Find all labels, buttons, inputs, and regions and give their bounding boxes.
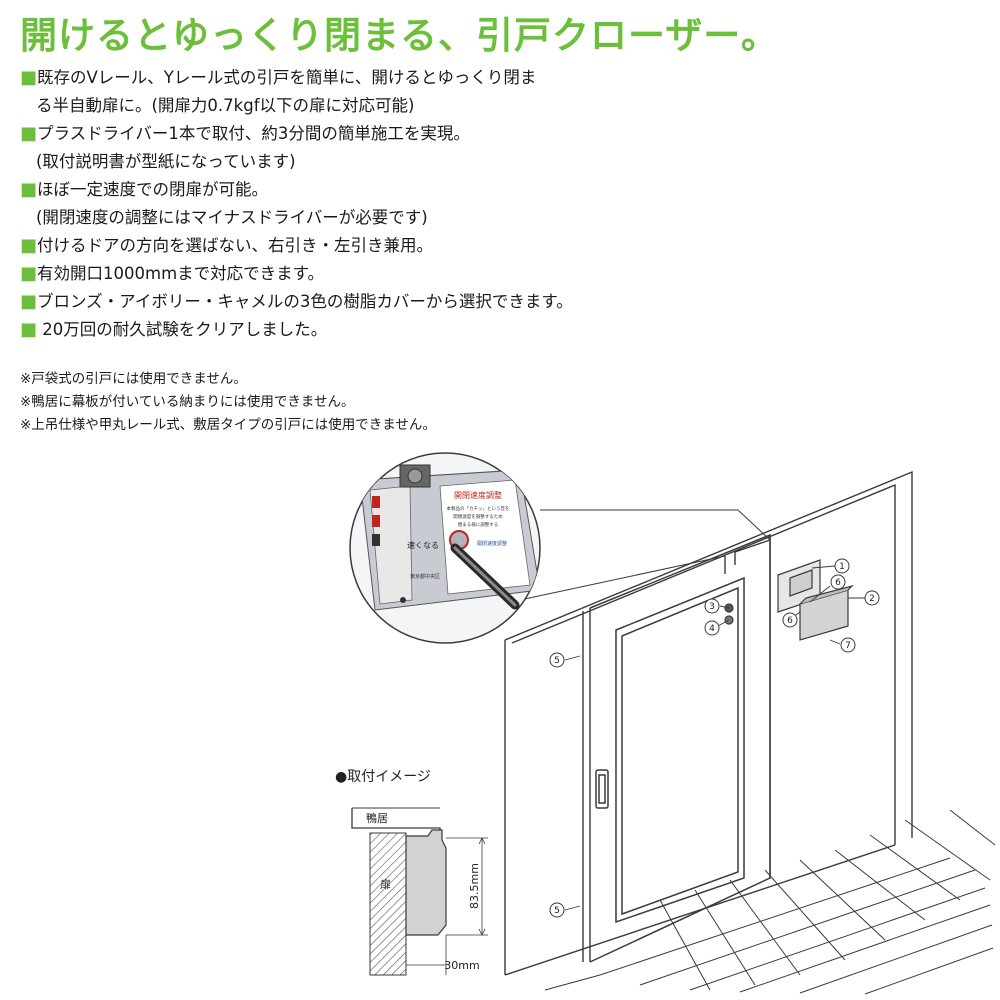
svg-text:7: 7 (845, 641, 851, 651)
bullet-square-icon: ■ (20, 291, 38, 312)
notes-list: ※戸袋式の引戸には使用できません。 ※鴨居に幕板が付いている納まりには使用できませ… (20, 368, 980, 437)
feature-text: ブロンズ・アイボリー・キャメルの3色の樹脂カバーから選択できます。 (37, 292, 573, 311)
bullet-square-icon: ■ (20, 235, 38, 256)
feature-line: ■ブロンズ・アイボリー・キャメルの3色の樹脂カバーから選択できます。 (20, 288, 980, 316)
svg-text:閉まる様に調整する: 閉まる様に調整する (458, 521, 499, 528)
bullet-square-icon: ■ (20, 123, 38, 144)
bullet-square-icon: ■ (20, 263, 38, 284)
zoom-leader (519, 509, 771, 601)
svg-text:6: 6 (787, 616, 793, 626)
note-line: ※戸袋式の引戸には使用できません。 (20, 371, 247, 387)
feature-text: 有効開口1000mmまで対応できます。 (37, 264, 325, 283)
svg-text:2: 2 (869, 594, 875, 604)
feature-text: る半自動扉に。(開扉力0.7kgf以下の扉に対応可能) (36, 96, 415, 115)
svg-text:速くなる: 速くなる (407, 541, 439, 550)
svg-text:●取付イメージ: ●取付イメージ (335, 769, 431, 785)
feature-line: ■有効開口1000mmまで対応できます。 (20, 260, 980, 288)
callout-numbers: 1 2 6 6 7 3 4 5 5 (549, 558, 880, 918)
svg-text:扉: 扉 (380, 878, 391, 891)
svg-text:鴨居: 鴨居 (366, 811, 388, 825)
svg-text:開閉速度を調整するため: 開閉速度を調整するため (453, 513, 503, 520)
bullet-square-icon: ■ (20, 179, 38, 200)
feature-text: 既存のVレール、Yレール式の引戸を簡単に、開けるとゆっくり閉ま (37, 68, 537, 87)
feature-text: (取付説明書が型紙になっています) (36, 152, 296, 171)
note-line: ※上吊仕様や甲丸レール式、敷居タイプの引戸には使用できません。 (20, 417, 436, 433)
door-frame (504, 470, 913, 976)
floor-boards (544, 809, 996, 995)
feature-text: ほぼ一定速度での閉扉が可能。 (37, 180, 269, 199)
svg-text:東京都中央区: 東京都中央区 (410, 573, 440, 580)
svg-text:開閉速度調整: 開閉速度調整 (477, 540, 507, 547)
svg-text:4: 4 (709, 624, 715, 634)
feature-text: 20万回の耐久試験をクリアしました。 (37, 320, 328, 339)
closer-parts (724, 559, 854, 641)
svg-text:5: 5 (554, 906, 560, 916)
svg-text:30mm: 30mm (444, 959, 479, 972)
install-image: ●取付イメージ 鴨居 扉 83.5mm 30mm (335, 769, 488, 976)
feature-text: 付けるドアの方向を選ばない、右引き・左引き兼用。 (37, 236, 434, 255)
note-line: ※鴨居に幕板が付いている納まりには使用できません。 (20, 394, 355, 410)
svg-text:5: 5 (554, 656, 560, 666)
feature-line: (開閉速度の調整にはマイナスドライバーが必要です) (20, 204, 980, 232)
feature-line: ■既存のVレール、Yレール式の引戸を簡単に、開けるとゆっくり閉ま (20, 64, 980, 92)
feature-line: ■ほぼ一定速度での閉扉が可能。 (20, 176, 980, 204)
svg-text:開閉速度調整: 開閉速度調整 (454, 490, 502, 500)
svg-text:83.5mm: 83.5mm (468, 863, 481, 909)
svg-text:1: 1 (839, 562, 845, 572)
svg-text:本製品の「カチッ」という音を: 本製品の「カチッ」という音を (447, 505, 510, 512)
feature-line: る半自動扉に。(開扉力0.7kgf以下の扉に対応可能) (20, 92, 980, 120)
feature-text: プラスドライバー1本で取付、約3分間の簡単施工を実現。 (37, 124, 470, 143)
svg-text:6: 6 (835, 578, 841, 588)
sliding-door (589, 533, 771, 963)
feature-line: ■プラスドライバー1本で取付、約3分間の簡単施工を実現。 (20, 120, 980, 148)
zoom-detail: 開閉速度調整 本製品の「カチッ」という音を 開閉速度を調整するため 閉まる様に調… (349, 452, 541, 644)
headline: 開けるとゆっくり閉まる、引戸クローザー。 (20, 14, 779, 57)
feature-text: (開閉速度の調整にはマイナスドライバーが必要です) (36, 208, 428, 227)
bullet-square-icon: ■ (20, 319, 38, 340)
bullet-square-icon: ■ (20, 67, 38, 88)
feature-list: ■既存のVレール、Yレール式の引戸を簡単に、開けるとゆっくり閉まる半自動扉に。(… (20, 64, 980, 344)
feature-line: ■付けるドアの方向を選ばない、右引き・左引き兼用。 (20, 232, 980, 260)
feature-line: ■ 20万回の耐久試験をクリアしました。 (20, 316, 980, 344)
feature-line: (取付説明書が型紙になっています) (20, 148, 980, 176)
svg-text:3: 3 (709, 602, 715, 612)
